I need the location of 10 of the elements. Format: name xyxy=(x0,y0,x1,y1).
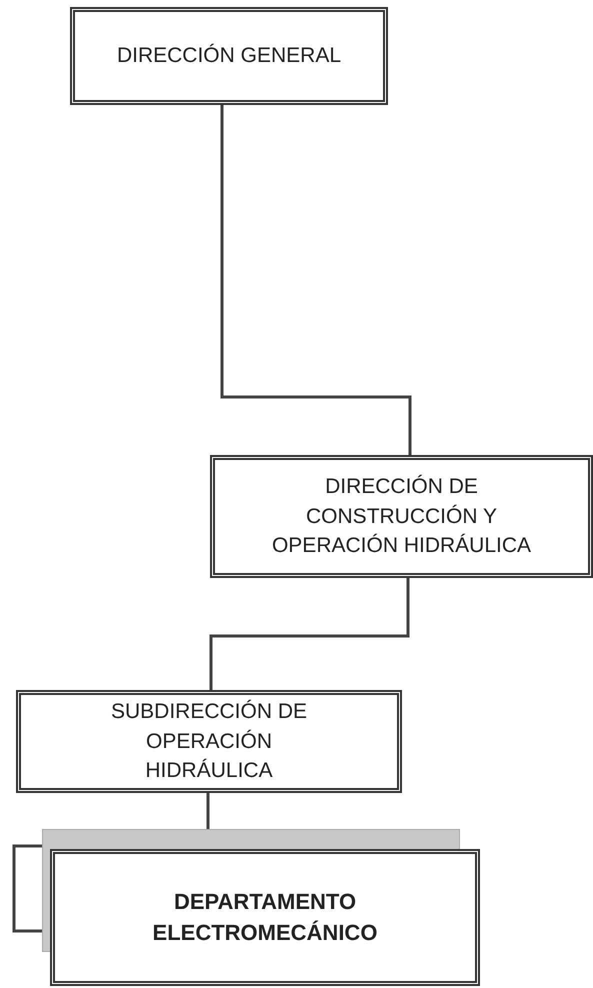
connector-line xyxy=(220,105,412,455)
unit-name: DIRECCIÓN GENERAL xyxy=(116,42,342,70)
org-unit-box xyxy=(70,7,388,105)
connector-line xyxy=(210,578,410,690)
org-unit-box xyxy=(16,690,402,793)
unit-name: DEPARTAMENTO ELECTROMECÁNICO xyxy=(152,888,378,946)
unit-name: DIRECCIÓN DE CONSTRUCCIÓN Y OPERACIÓN HIDRÁULICA xyxy=(270,474,532,560)
unit-name: SUBDIRECCIÓN DE OPERACIÓN HIDRÁULICA xyxy=(110,698,308,784)
org-unit-box xyxy=(50,849,480,986)
org-unit-box xyxy=(210,455,593,578)
